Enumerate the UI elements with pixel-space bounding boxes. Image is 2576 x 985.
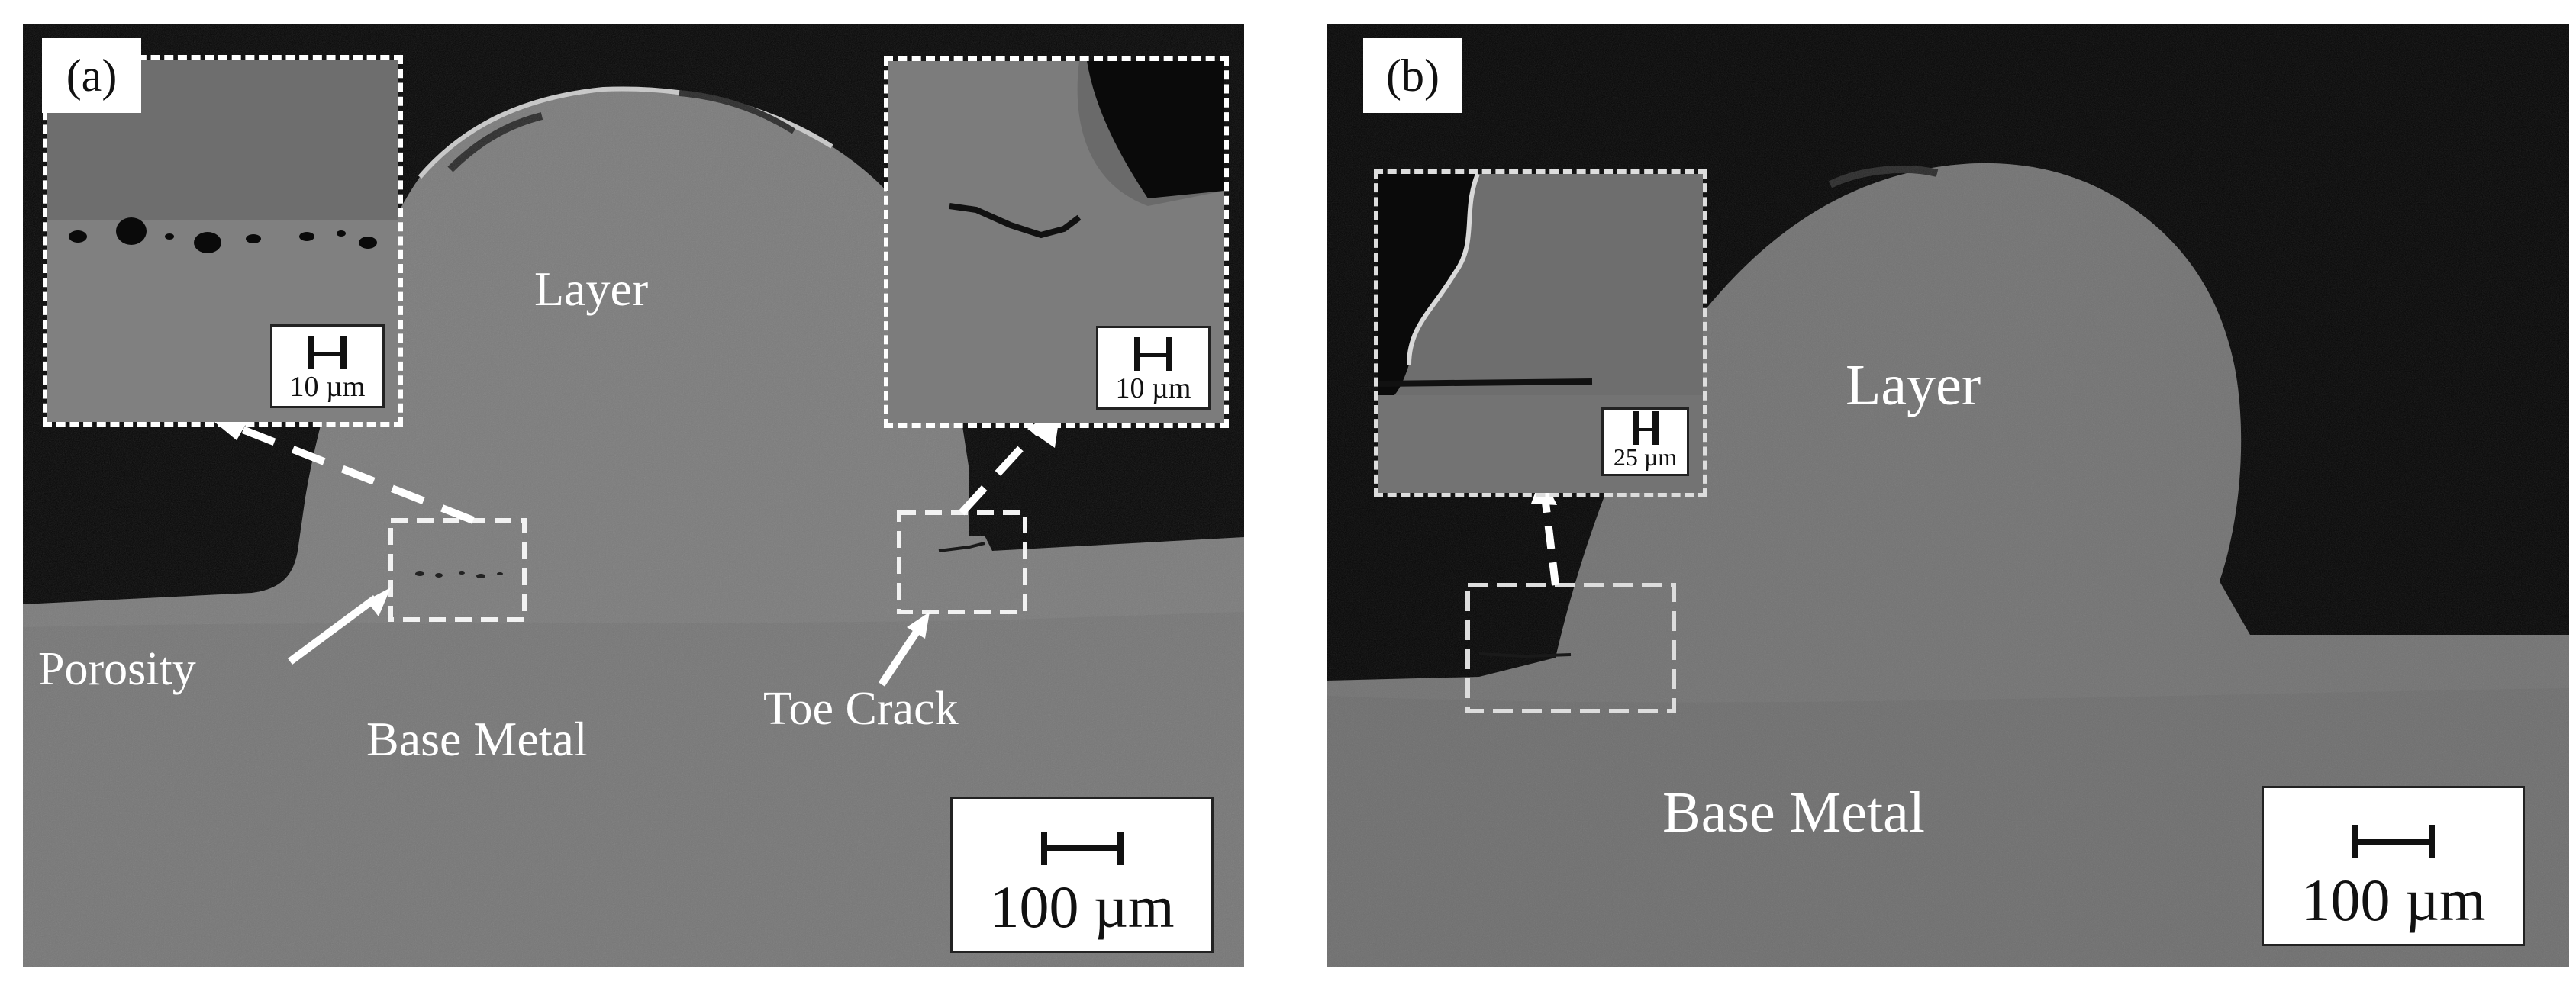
porosity-inset: 10 µm <box>43 55 403 427</box>
layer-label-b: Layer <box>1846 353 1981 417</box>
toe-roi-box-b <box>1465 583 1676 713</box>
inset-connector-arrows <box>220 417 1049 524</box>
toe-defect-inset-scale: 25 µm <box>1601 407 1689 476</box>
main-scale-a: 100 µm <box>950 797 1214 953</box>
toe-crack-inset-scale-text: 10 µm <box>1115 372 1191 404</box>
porosity-pores <box>415 571 503 578</box>
toe-defect-inset: 25 µm <box>1374 169 1707 497</box>
base-metal-label-a: Base Metal <box>366 712 588 766</box>
panel-label-b: (b) <box>1363 38 1462 113</box>
micrograph-panel-a: 10 µm 10 µm (a) Layer Base Metal Porosit… <box>23 24 1244 967</box>
main-scale-b: 100 µm <box>2262 786 2525 946</box>
toe-crack-inset-scale: 10 µm <box>1096 326 1211 410</box>
base-metal-label-b: Base Metal <box>1662 781 1926 845</box>
toe-defect-inset-scale-text: 25 µm <box>1613 443 1678 471</box>
toe-crack-line-b <box>1478 652 1572 658</box>
annotation-arrows <box>288 594 924 687</box>
toe-crack-line <box>938 542 985 552</box>
porosity-label: Porosity <box>38 643 196 695</box>
main-scale-text-b: 100 µm <box>2300 867 2486 933</box>
toe-crack-label: Toe Crack <box>763 683 959 735</box>
panel-label-a: (a) <box>42 38 141 113</box>
toe-crack-inset: 10 µm <box>884 56 1229 428</box>
micrograph-panel-b: 25 µm (b) Layer Base Metal 100 µm <box>1327 24 2569 967</box>
inset-connector-arrow-b <box>1540 489 1559 586</box>
layer-label-a: Layer <box>534 262 649 316</box>
porosity-roi-box <box>388 518 527 622</box>
main-scale-text-a: 100 µm <box>989 874 1175 940</box>
porosity-inset-scale-text: 10 µm <box>289 371 366 403</box>
porosity-inset-scale: 10 µm <box>270 324 385 408</box>
